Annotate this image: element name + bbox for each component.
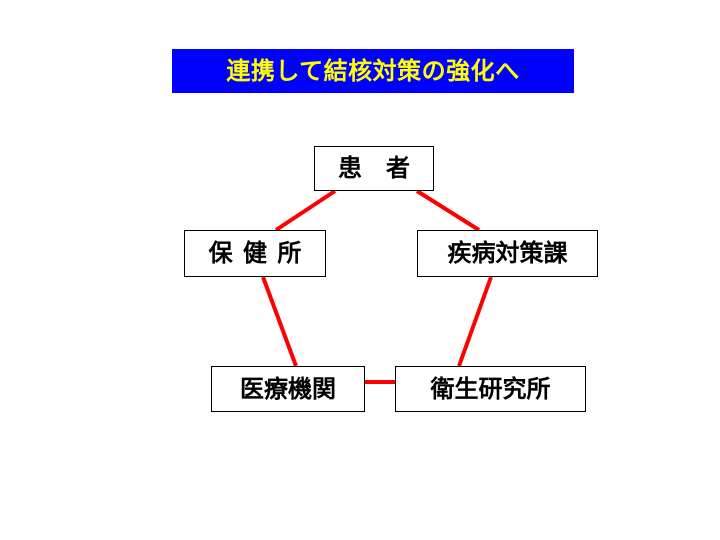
connector-patient-disease-control bbox=[415, 189, 481, 232]
connector-disease-control-health-institute bbox=[457, 276, 493, 367]
node-disease-control-division: 疾病対策課 bbox=[417, 230, 598, 277]
connector-health-center-medical-institution bbox=[261, 276, 298, 367]
slide-title: 連携して結核対策の強化へ bbox=[172, 49, 574, 93]
node-public-health-institute: 衛生研究所 bbox=[395, 366, 586, 412]
node-medical-institution: 医療機関 bbox=[211, 366, 365, 412]
connector-patient-health-center bbox=[274, 189, 337, 232]
node-health-center: 保 健 所 bbox=[184, 230, 326, 277]
node-patient: 患 者 bbox=[314, 146, 434, 191]
